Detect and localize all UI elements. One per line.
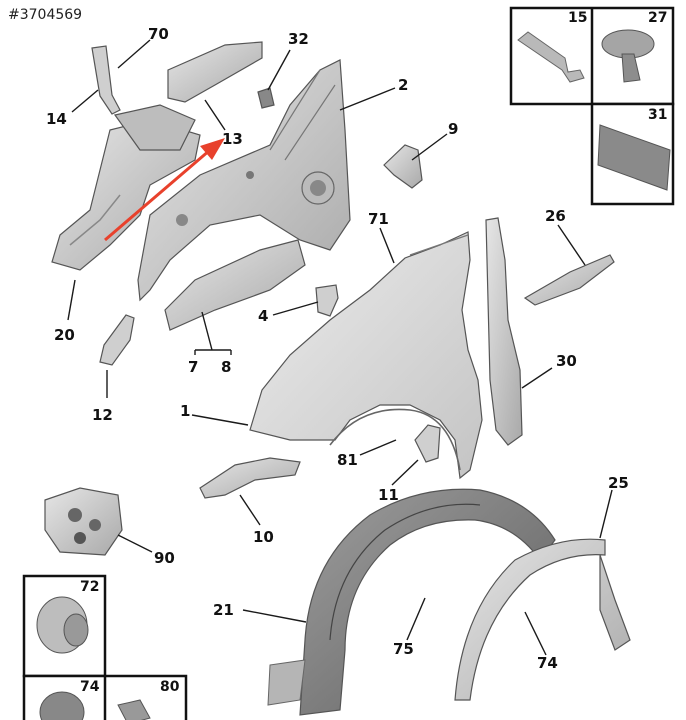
inner-wheelhouse-panel (51, 104, 201, 271)
callout-81: 81 (337, 451, 358, 469)
reference-number: #3704569 (8, 7, 83, 23)
bracket-12 (99, 314, 135, 366)
callout-14: 14 (46, 110, 67, 128)
red-arrow (104, 138, 225, 242)
callout-31: 31 (648, 107, 668, 123)
wheel-arch-extension (454, 538, 631, 701)
parts-box-bottom-left (22, 574, 188, 720)
trim-26 (523, 254, 615, 306)
bracket-10 (199, 457, 301, 499)
bracket-32 (257, 87, 275, 109)
bracket-11 (414, 424, 441, 463)
callout-30: 30 (556, 352, 577, 370)
reinforcement-13 (167, 41, 263, 103)
side-member-structure (137, 59, 351, 302)
callout-27: 27 (648, 10, 668, 26)
callout-15: 15 (568, 10, 588, 26)
callout-13: 13 (222, 130, 243, 148)
callout-7: 7 (188, 358, 199, 376)
callout-26: 26 (545, 207, 566, 225)
bracket-14 (91, 45, 121, 115)
leader-lines (67, 39, 613, 656)
callout-4: 4 (258, 307, 269, 325)
front-fender (249, 231, 483, 480)
callout-72: 72 (80, 579, 100, 595)
lower-rail (164, 239, 306, 331)
callout-12: 12 (92, 406, 113, 424)
callout-21: 21 (213, 601, 234, 619)
callout-90: 90 (154, 549, 175, 567)
callout-74-box: 74 (80, 679, 100, 695)
callout-2: 2 (398, 76, 409, 94)
callout-32: 32 (288, 30, 309, 48)
callout-11: 11 (378, 486, 399, 504)
callout-1: 1 (180, 402, 191, 420)
bracket-9 (383, 144, 423, 189)
callout-74: 74 (537, 654, 558, 672)
callout-25: 25 (608, 474, 629, 492)
bracket-4 (315, 284, 339, 317)
callout-10: 10 (253, 528, 274, 546)
callout-70: 70 (148, 25, 169, 43)
bracket-30 (485, 217, 523, 446)
fastener-box (44, 487, 123, 556)
callout-71: 71 (368, 210, 389, 228)
callout-80: 80 (160, 679, 180, 695)
callout-75: 75 (393, 640, 414, 658)
parts-box-top-right (509, 6, 675, 206)
callout-20: 20 (54, 326, 75, 344)
wheel-arch-liner (267, 488, 556, 716)
callout-9: 9 (448, 120, 459, 138)
callout-8: 8 (221, 358, 232, 376)
